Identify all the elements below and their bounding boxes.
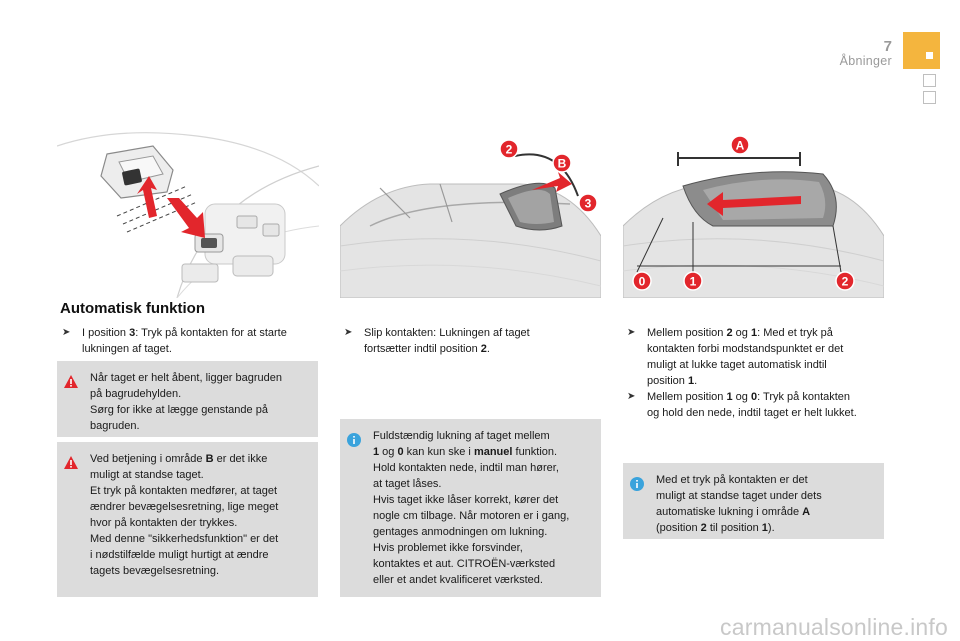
tab-marker-icon	[926, 52, 933, 59]
info-line: Hold kontakten nede, indtil man hører,	[373, 462, 559, 474]
label-position-0: 0	[639, 275, 646, 289]
warning-line: i nødstilfælde muligt hurtigt at ændre	[90, 549, 269, 561]
info-line: at taget låses.	[373, 478, 442, 490]
bullet-arrow-icon: ➤	[62, 327, 71, 338]
warning-line: Når taget er helt åbent, ligger bagruden	[90, 372, 283, 384]
instruction-bullet: ➤ Mellem position 1 og 0: Tryk på kontak…	[627, 391, 857, 419]
warning-box: Når taget er helt åbent, ligger bagruden…	[57, 361, 318, 437]
info-box: Med et tryk på kontakten er det muligt a…	[623, 463, 884, 539]
info-line: nogle cm tilbage. Når motoren er i gang,	[373, 510, 570, 522]
watermark: carmanualsonline.info	[720, 614, 948, 640]
page-number: 7	[883, 38, 892, 55]
info-line: kontaktes et aut. CITROËN-værksted	[373, 558, 556, 570]
section-title: Åbninger	[839, 54, 892, 68]
warning-icon	[64, 375, 78, 388]
info-line: Hvis taget ikke låser korrekt, kører det	[373, 494, 559, 506]
info-line: muligt at standse taget under dets	[656, 490, 822, 502]
info-line: gentages anmodningen om lukning.	[373, 526, 548, 538]
illustration-roof-switch	[57, 126, 319, 298]
warning-line: Med denne "sikkerhedsfunktion" er det	[90, 533, 279, 545]
illustration-roof-closing-a: A 0 1 2	[623, 126, 884, 298]
label-position-3: 3	[585, 197, 592, 211]
illustration-roof-closing-b: 2 B 3	[340, 126, 601, 298]
label-position-1: 1	[690, 275, 697, 289]
warning-line: bagruden.	[90, 420, 140, 432]
label-position-2: 2	[842, 275, 849, 289]
warning-line: muligt at standse taget.	[90, 469, 204, 481]
instruction-bullet: ➤ I position 3: Tryk på kontakten for at…	[62, 327, 287, 355]
info-line: Hvis problemet ikke forsvinder,	[373, 542, 523, 554]
label-position-2: 2	[506, 143, 513, 157]
info-line: 1 og 0 kan kun ske i manuel funktion.	[373, 446, 558, 458]
info-icon	[347, 433, 361, 447]
chapter-tab[interactable]	[923, 74, 936, 87]
warning-line: Ved betjening i område B er det ikke	[90, 453, 268, 465]
label-zone-b: B	[558, 157, 567, 171]
warning-line: hvor på kontakten der trykkes.	[90, 517, 238, 529]
chapter-tab[interactable]	[923, 91, 936, 104]
warning-line: ændrer bevægelsesretning, lige meget	[90, 501, 279, 513]
warning-box: Ved betjening i område B er det ikke mul…	[57, 442, 318, 597]
info-line: Med et tryk på kontakten er det	[656, 474, 808, 486]
info-line: automatiske lukning i område A	[656, 506, 811, 518]
info-line: Fuldstændig lukning af taget mellem	[373, 430, 550, 442]
label-zone-a: A	[736, 139, 745, 153]
warning-icon	[64, 456, 78, 469]
info-line: eller et andet kvalificeret værksted.	[373, 574, 543, 586]
info-line: (position 2 til position 1).	[656, 522, 775, 534]
bullet-arrow-icon: ➤	[627, 391, 636, 402]
bullet-arrow-icon: ➤	[344, 327, 353, 338]
bullet-arrow-icon: ➤	[627, 327, 636, 338]
warning-line: Sørg for ikke at lægge genstande på	[90, 404, 268, 416]
instruction-bullet: ➤ Slip kontakten: Lukningen af taget for…	[344, 327, 530, 355]
info-icon	[630, 477, 644, 491]
warning-line: på bagrudehylden.	[90, 388, 182, 400]
info-box: Fuldstændig lukning af taget mellem 1 og…	[340, 419, 601, 597]
instruction-bullet: ➤ Mellem position 2 og 1: Med et tryk på…	[627, 327, 844, 387]
chapter-tab-active[interactable]	[903, 32, 940, 69]
warning-line: tagets bevægelsesretning.	[90, 565, 220, 577]
section-heading: Automatisk funktion	[60, 300, 205, 317]
warning-line: Et tryk på kontakten medfører, at taget	[90, 485, 278, 497]
